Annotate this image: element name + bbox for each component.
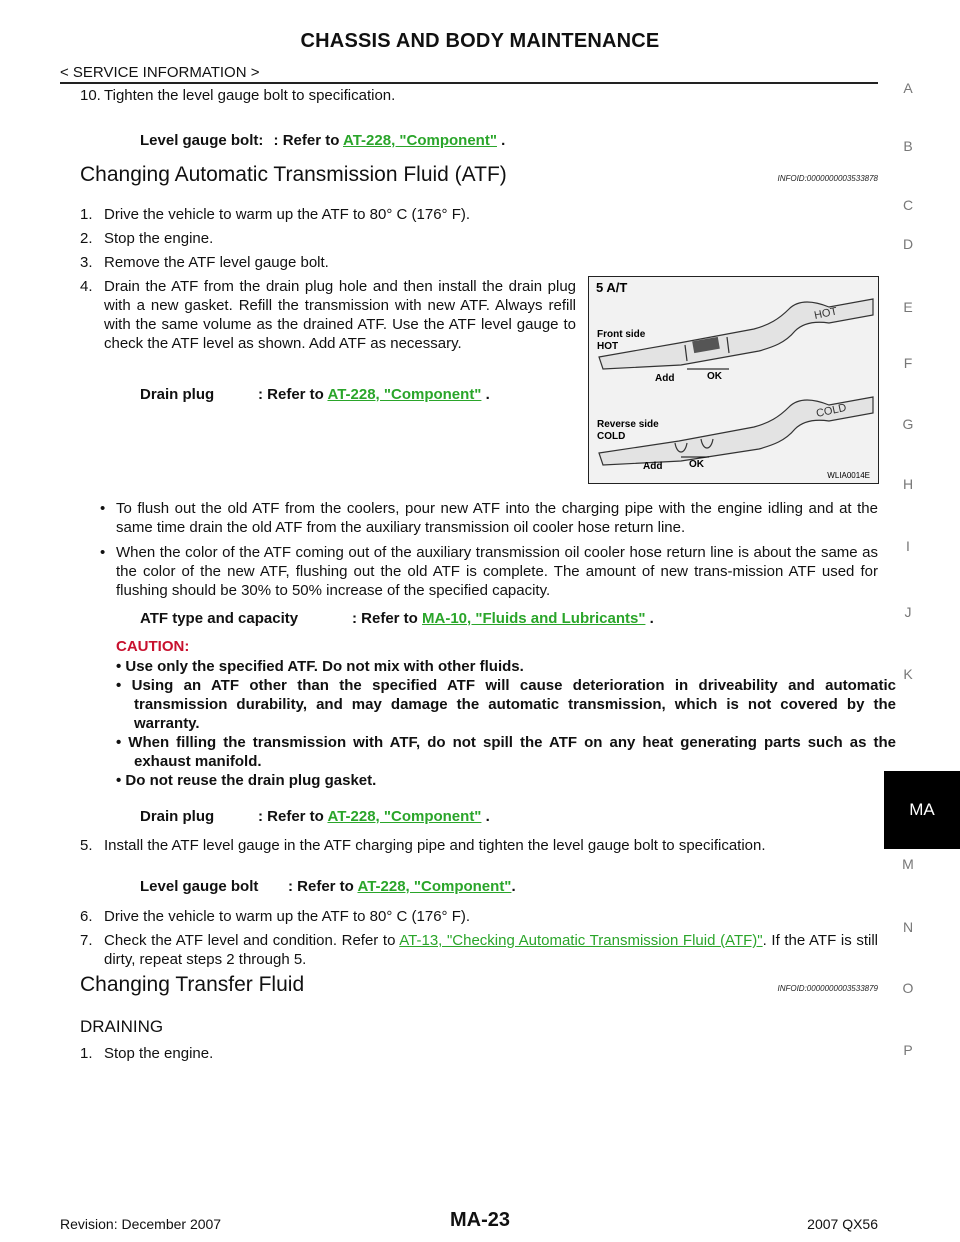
step-atf-2: 2.Stop the engine. (80, 230, 214, 247)
front-add-label: Add (655, 373, 674, 384)
side-index-b[interactable]: B (903, 138, 913, 154)
step-atf-7: 7. Check the ATF level and condition. Re… (80, 932, 878, 968)
link-at-228-component[interactable]: AT-228, "Component" (327, 386, 482, 403)
info-id-atf: INFOID:0000000003533878 (777, 174, 878, 183)
step-10: 10.Tighten the level gauge bolt to speci… (80, 87, 396, 104)
side-index-n[interactable]: N (902, 919, 914, 935)
side-tab-ma[interactable]: MA (884, 771, 960, 849)
section-heading-transfer: Changing Transfer Fluid (80, 973, 305, 996)
caution-item-1: • Use only the specified ATF. Do not mix… (116, 658, 524, 675)
figure-title: 5 A/T (596, 280, 627, 295)
draining-heading: DRAINING (80, 1017, 164, 1036)
reverse-side-label: Reverse side (597, 419, 659, 430)
front-ok-label: OK (707, 371, 723, 382)
link-at-13-checking-atf[interactable]: AT-13, "Checking Automatic Transmission … (399, 932, 763, 949)
header-rule (60, 82, 878, 84)
breadcrumb: < SERVICE INFORMATION > (60, 64, 260, 81)
step-atf-6: 6.Drive the vehicle to warm up the ATF t… (80, 908, 471, 925)
draining-step-1: 1.Stop the engine. (80, 1045, 214, 1062)
section-heading-atf: Changing Automatic Transmission Fluid (A… (80, 163, 507, 186)
reverse-ok-notch (700, 438, 714, 449)
reverse-add-notch (674, 442, 688, 453)
side-index-j[interactable]: J (904, 604, 912, 620)
front-side-label: Front side (597, 329, 646, 340)
bullet-flush-coolers: • To flush out the old ATF from the cool… (100, 500, 878, 536)
page-number: MA-23 (449, 1209, 510, 1231)
side-index-o[interactable]: O (902, 980, 914, 996)
front-hot-label: HOT (597, 341, 618, 352)
reverse-cold-label: COLD (597, 431, 625, 442)
link-at-228-component[interactable]: AT-228, "Component" (327, 808, 482, 825)
side-index-p[interactable]: P (903, 1042, 913, 1058)
step-atf-1: 1.Drive the vehicle to warm up the ATF t… (80, 206, 471, 223)
step-atf-5: 5.Install the ATF level gauge in the ATF… (80, 837, 766, 854)
front-gauge-hatch (692, 336, 720, 354)
bullet-flush-complete: • When the color of the ATF coming out o… (100, 544, 878, 599)
link-ma-10-fluids-lubricants[interactable]: MA-10, "Fluids and Lubricants" (422, 610, 646, 627)
spec-level-gauge-bolt-2: Level gauge bolt: Refer to AT-228, "Comp… (140, 878, 516, 895)
bullet-dot: • (100, 500, 106, 517)
spec-level-gauge-bolt: Level gauge bolt: : Refer to AT-228, "Co… (140, 132, 506, 149)
front-gauge-blade (598, 298, 874, 370)
step-atf-3: 3.Remove the ATF level gauge bolt. (80, 254, 329, 271)
caution-item-2: • Using an ATF other than the specified … (116, 677, 896, 732)
front-ok-notch (726, 336, 730, 354)
side-index-e[interactable]: E (903, 299, 913, 315)
side-index-f[interactable]: F (903, 355, 913, 371)
link-at-228-component[interactable]: AT-228, "Component" (357, 878, 512, 895)
side-index-k[interactable]: K (903, 666, 913, 682)
caution-item-3: • When filling the transmission with ATF… (116, 734, 896, 770)
step-atf-4: 4. Drain the ATF from the drain plug hol… (80, 278, 576, 352)
atf-level-gauge-figure: 5 A/T HOT Front side HOT Add OK COLD Rev… (588, 276, 879, 484)
side-index-i[interactable]: I (906, 538, 910, 554)
footer-model: 2007 QX56 (807, 1216, 878, 1232)
side-index-d[interactable]: D (902, 236, 914, 252)
reverse-add-label: Add (643, 461, 662, 472)
page-title: CHASSIS AND BODY MAINTENANCE (300, 30, 660, 52)
side-index-c[interactable]: C (902, 197, 914, 213)
reverse-gauge-blade (598, 396, 874, 466)
info-id-transfer: INFOID:0000000003533879 (777, 984, 878, 993)
bullet-dot: • (100, 544, 106, 561)
footer-revision: Revision: December 2007 (60, 1216, 222, 1232)
spec-drain-plug-2: Drain plug: Refer to AT-228, "Component"… (140, 808, 490, 825)
link-at-228-component[interactable]: AT-228, "Component" (343, 132, 497, 149)
side-index-m[interactable]: M (902, 856, 914, 872)
spec-atf-type-capacity: ATF type and capacity: Refer to MA-10, "… (140, 610, 654, 627)
spec-drain-plug-1: Drain plug: Refer to AT-228, "Component"… (140, 386, 490, 403)
caution-heading: CAUTION: (116, 638, 190, 655)
front-add-notch (684, 344, 688, 362)
figure-code: WLIA0014E (827, 471, 870, 480)
side-index-a[interactable]: A (903, 80, 913, 96)
level-gauge-illustration: 5 A/T HOT Front side HOT Add OK COLD Rev… (596, 280, 874, 480)
hot-mark: HOT (813, 305, 838, 322)
caution-item-4: • Do not reuse the drain plug gasket. (116, 772, 377, 789)
side-index-h[interactable]: H (902, 476, 914, 492)
reverse-ok-label: OK (689, 459, 705, 470)
side-index-g[interactable]: G (902, 416, 914, 432)
